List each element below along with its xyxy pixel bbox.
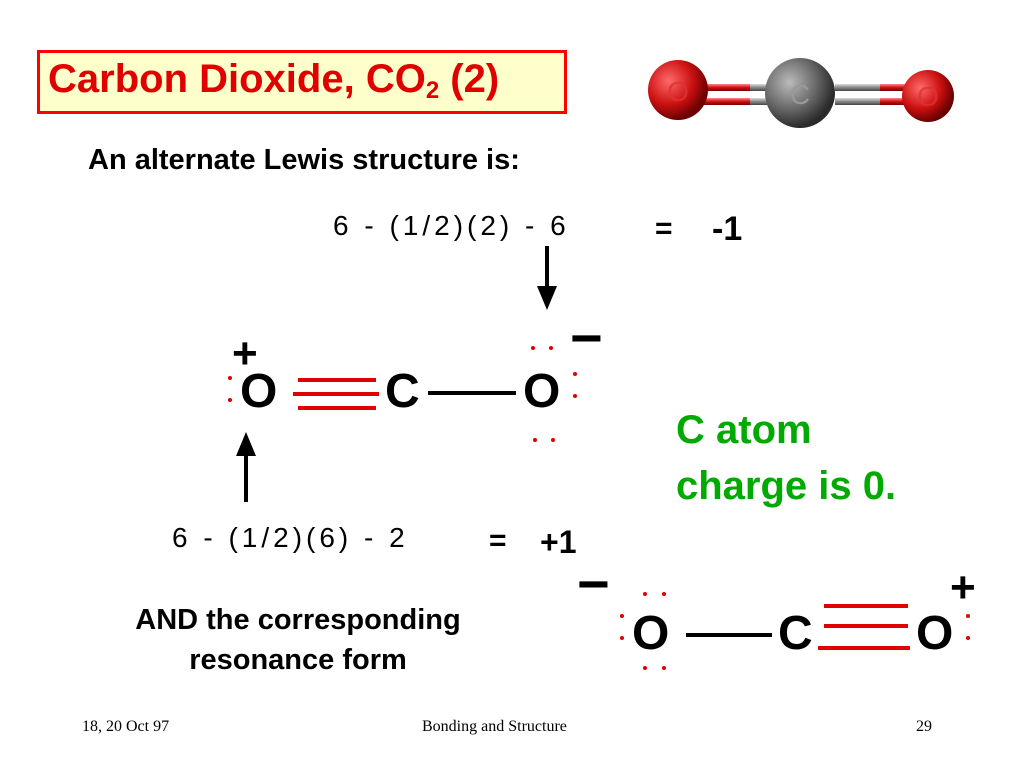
minus-charge: − <box>577 552 610 615</box>
model-label: C <box>790 79 810 110</box>
carbon-atom <box>765 58 835 128</box>
resonance-caption-line-2: resonance form <box>189 644 407 676</box>
bond-line <box>686 633 772 637</box>
model-label: O <box>667 76 689 107</box>
lone-pair-dot <box>531 346 535 350</box>
model-bond <box>835 98 885 105</box>
atom-o: O <box>632 607 670 660</box>
model-bond <box>700 84 755 91</box>
lone-pair-dot <box>228 398 232 402</box>
resonance-caption: AND the corresponding resonance form <box>88 600 508 680</box>
lone-pair-dot <box>662 592 666 596</box>
footer-date: 18, 20 Oct 97 <box>82 718 170 735</box>
formal-charge-calc-top: 6 - (1/2)(2) - 6 <box>333 210 570 241</box>
model-bond <box>835 84 885 91</box>
lone-pair-dot <box>643 592 647 596</box>
atom-o: O <box>523 365 561 418</box>
lone-pair-dot <box>533 438 537 442</box>
equals-sign: = <box>489 524 507 557</box>
model-bond <box>700 98 755 105</box>
formal-charge-calc-bottom: 6 - (1/2)(6) - 2 <box>172 522 409 553</box>
bond-line <box>818 646 910 650</box>
atom-o: O <box>240 365 278 418</box>
plus-charge: + <box>232 329 258 378</box>
atom-c: C <box>385 365 420 418</box>
title-box <box>37 50 567 114</box>
arrow-up-icon <box>236 432 256 502</box>
lone-pair-dot <box>620 614 624 618</box>
model-label: O <box>917 81 939 112</box>
note-line-1: C atom <box>676 408 812 452</box>
atom-c: C <box>778 607 813 660</box>
lone-pair-dot <box>643 666 647 670</box>
lone-pair-dot <box>549 346 553 350</box>
lone-pair-dot <box>620 636 624 640</box>
bond-line <box>298 406 376 410</box>
bond-line <box>298 378 376 382</box>
lone-pair-dot <box>662 666 666 670</box>
lone-pair-dot <box>551 438 555 442</box>
atom-o: O <box>916 607 954 660</box>
minus-charge: − <box>570 306 603 369</box>
oxygen-atom-right <box>902 70 954 122</box>
note-line-2: charge is 0. <box>676 464 897 508</box>
charge-result-bottom: +1 <box>540 524 577 560</box>
lone-pair-dot <box>966 636 970 640</box>
bond-line <box>824 624 908 628</box>
equals-sign: = <box>655 212 673 245</box>
oxygen-atom-left <box>648 60 708 120</box>
bond-line <box>824 604 908 608</box>
lone-pair-dot <box>573 394 577 398</box>
bond-line <box>293 392 379 396</box>
lone-pair-dot <box>966 614 970 618</box>
arrow-down-icon <box>537 246 557 310</box>
charge-result-top: -1 <box>712 210 743 248</box>
footer-topic: Bonding and Structure <box>422 718 567 735</box>
subtitle: An alternate Lewis structure is: <box>88 144 520 176</box>
bond-line <box>428 391 516 395</box>
resonance-caption-line-1: AND the corresponding <box>135 604 461 636</box>
slide-title: Carbon Dioxide, CO2 (2) <box>48 57 500 104</box>
lone-pair-dot <box>573 372 577 376</box>
co2-molecule-model: O C O <box>648 58 954 128</box>
page-number: 29 <box>916 718 932 735</box>
lone-pair-dot <box>228 376 232 380</box>
plus-charge: + <box>950 563 976 612</box>
